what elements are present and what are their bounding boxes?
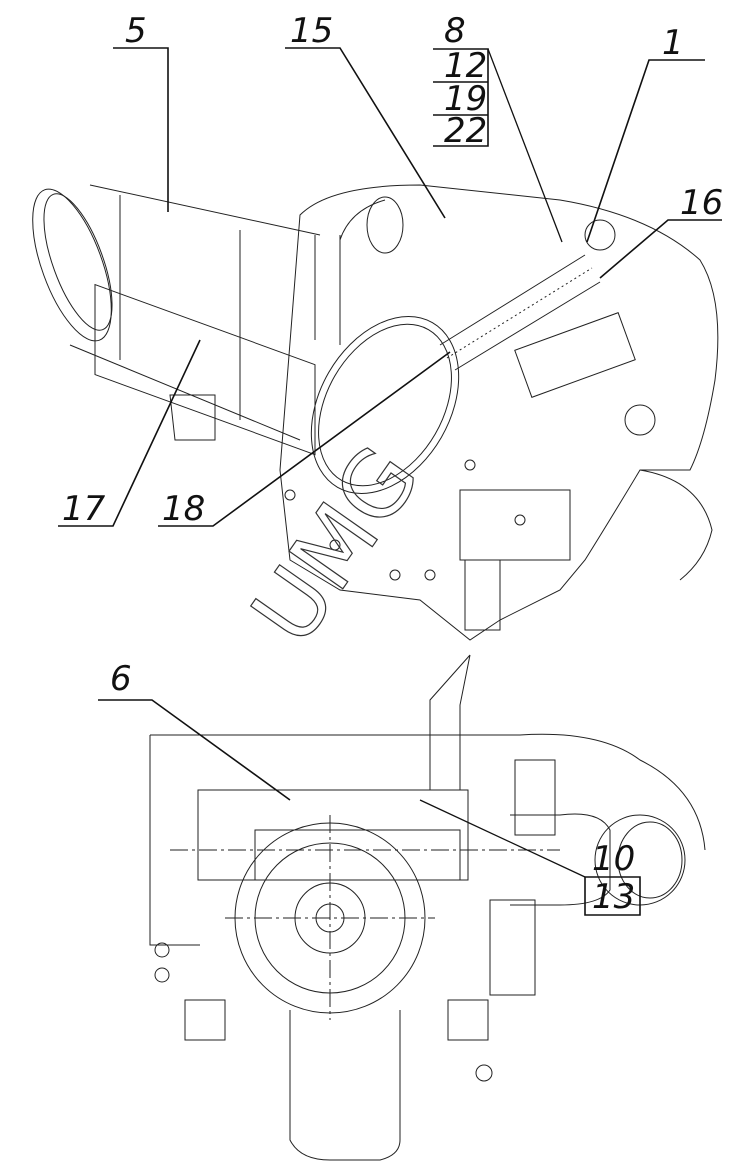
callout-label-17: 17	[62, 489, 106, 529]
watermark: UMG	[232, 428, 440, 663]
top-engine-assembly	[32, 184, 719, 641]
callout-8-12-19-22: 8 12 19 22	[433, 11, 563, 243]
callout-label-19: 19	[444, 79, 487, 119]
callout-label-18: 18	[162, 489, 205, 529]
callout-18: 18	[158, 351, 451, 529]
callout-5: 5	[113, 11, 169, 212]
callout-17: 17	[58, 339, 201, 529]
callout-label-15: 15	[290, 11, 333, 51]
callout-label-13: 13	[592, 877, 635, 917]
callout-6: 6	[98, 659, 291, 801]
callout-label-5: 5	[125, 11, 147, 51]
callout-1: 1	[586, 23, 705, 243]
callout-16: 16	[599, 183, 723, 279]
bottom-engine-assembly	[149, 654, 706, 1161]
callout-10-13: 10 13	[419, 799, 641, 917]
callout-label-16: 16	[680, 183, 723, 223]
callout-label-10: 10	[592, 839, 635, 879]
callout-label-6: 6	[110, 659, 132, 699]
callout-15: 15	[285, 11, 446, 219]
callout-label-1: 1	[662, 23, 684, 63]
callout-label-22: 22	[444, 111, 487, 151]
callout-label-8: 8	[444, 11, 466, 51]
corrugated-hose	[439, 254, 601, 371]
callout-label-12: 12	[444, 46, 487, 86]
